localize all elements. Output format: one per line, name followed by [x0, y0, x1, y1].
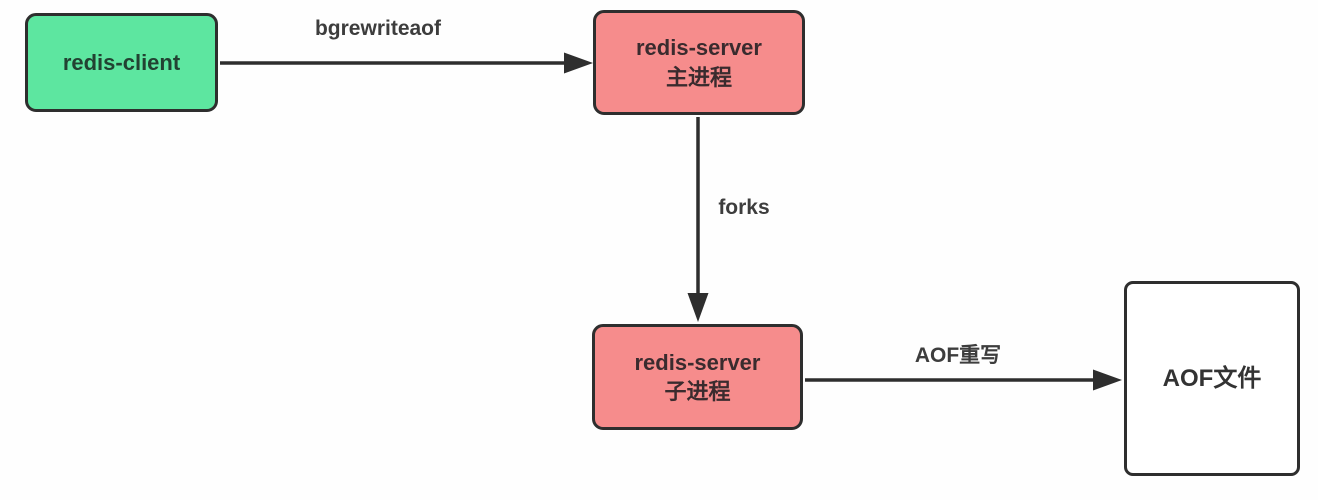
- edge-aof-rewrite-arrow: [805, 369, 1122, 391]
- edge-forks-arrow: [687, 117, 709, 322]
- edge-bgrewriteaof-arrow: [220, 52, 593, 74]
- node-redis-server-main-label-line2: 主进程: [665, 64, 732, 90]
- node-redis-server-main-process: redis-server 主进程: [593, 10, 805, 115]
- node-redis-client-label: redis-client: [62, 49, 181, 75]
- edge-label-bgrewriteaof: bgrewriteaof: [314, 17, 442, 40]
- node-redis-server-child-process: redis-server 子进程: [592, 324, 803, 430]
- node-redis-client: redis-client: [25, 13, 218, 112]
- node-aof-file-label: AOF文件: [1162, 364, 1262, 392]
- node-redis-server-child-label-line2: 子进程: [664, 379, 731, 404]
- edge-label-forks: forks: [718, 196, 770, 219]
- node-redis-server-main-label-line1: redis-server: [636, 35, 762, 61]
- node-redis-server-child-label-line1: redis-server: [634, 349, 761, 375]
- node-aof-file: AOF文件: [1124, 281, 1300, 476]
- edge-label-aof-rewrite: AOF重写: [914, 344, 1002, 367]
